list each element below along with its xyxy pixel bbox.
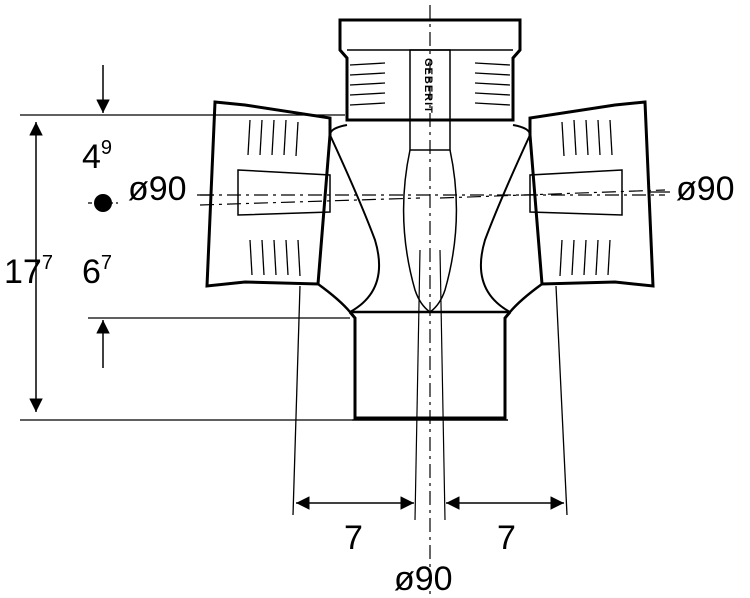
right-socket (528, 100, 655, 288)
dimension-lines (20, 114, 568, 516)
top-offset-label: 49 (82, 137, 113, 176)
center-lines (199, 5, 666, 594)
right-inlet-diameter-label: ø90 (676, 170, 735, 208)
total-height-label: 177 (4, 252, 53, 291)
outlet-diameter-label: ø90 (394, 560, 453, 598)
left-spacing-label: 7 (344, 519, 363, 557)
right-spacing-label: 7 (497, 519, 516, 557)
left-socket (205, 100, 332, 288)
left-inlet-diameter-label: ø90 (128, 170, 187, 208)
top-socket (338, 18, 522, 151)
lower-offset-label: 67 (82, 252, 113, 291)
brand-mark: GEBERIT (422, 58, 434, 114)
